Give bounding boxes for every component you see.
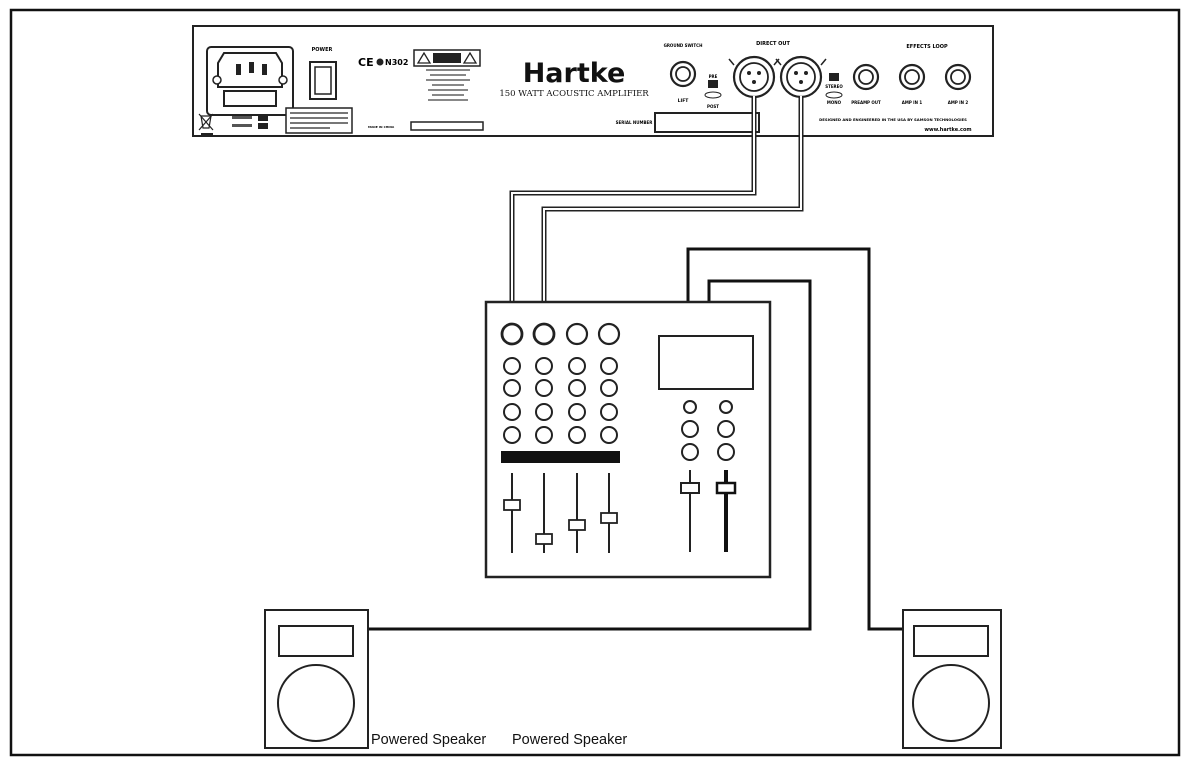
mixer-display xyxy=(658,335,754,390)
mixer-master-faders xyxy=(680,470,737,552)
mixer-master-knobs xyxy=(681,400,735,461)
cables xyxy=(368,96,903,631)
left-speaker-panel xyxy=(278,625,354,657)
warning-triangles xyxy=(410,49,484,131)
mixer-input-jacks xyxy=(500,322,621,346)
serial-number-box xyxy=(654,112,760,133)
cable-mixer-to-left-speaker xyxy=(368,279,812,631)
stereo-mono-switch: STEREO MONO xyxy=(825,73,843,105)
mixer xyxy=(484,300,772,579)
power-inlet-icon xyxy=(206,46,294,116)
preamp-out-jack xyxy=(852,63,880,91)
warning-text-block xyxy=(285,107,353,134)
amplifier-rear-panel: POWER CE N302 MADE IN CHINA Hartke 150 W… xyxy=(192,25,994,137)
direct-out-label: DIRECT OUT xyxy=(756,41,790,47)
amp-in-1-jack xyxy=(898,63,926,91)
amp-in-1-label: AMP IN 1 xyxy=(902,100,923,105)
mixer-channel-knobs xyxy=(503,357,618,444)
lift-label: LIFT xyxy=(678,98,690,104)
cert-code: N302 xyxy=(385,58,408,67)
pre-post-switch: PRE POST xyxy=(704,74,722,109)
amp-in-2-label: AMP IN 2 xyxy=(948,100,969,105)
ctick-icon xyxy=(376,58,384,66)
svg-text:MONO: MONO xyxy=(827,100,842,105)
right-speaker-panel xyxy=(913,625,989,657)
ce-mark: CE xyxy=(358,56,374,69)
mixer-channel-faders xyxy=(503,473,618,553)
right-speaker-cone xyxy=(912,664,990,742)
amp-brand: Hartke xyxy=(523,58,626,89)
ground-switch-label: GROUND SWITCH xyxy=(664,43,703,48)
cable-mixer-to-right-speaker xyxy=(686,247,903,631)
right-speaker-label: Powered Speaker xyxy=(512,732,627,748)
left-powered-speaker xyxy=(264,609,369,749)
website-url: www.hartke.com xyxy=(924,127,971,133)
voltage-labels xyxy=(232,115,268,129)
svg-text:POST: POST xyxy=(707,104,719,109)
made-in-label: MADE IN CHINA xyxy=(368,125,395,129)
power-label: POWER xyxy=(312,47,333,53)
svg-text:STEREO: STEREO xyxy=(825,84,843,89)
effects-loop-label: EFFECTS LOOP xyxy=(906,44,948,50)
mixer-channel-strip-bar xyxy=(501,451,620,463)
left-speaker-cone xyxy=(277,664,355,742)
serial-label: SERIAL NUMBER xyxy=(616,120,653,125)
preamp-out-label: PREAMP OUT xyxy=(851,100,881,105)
svg-text:PRE: PRE xyxy=(709,74,718,79)
amp-in-2-jack xyxy=(944,63,972,91)
right-powered-speaker xyxy=(902,609,1002,749)
xlr-output-1 xyxy=(728,55,780,99)
designed-text: DESIGNED AND ENGINEERED IN THE USA BY SA… xyxy=(819,117,967,122)
xlr-output-2 xyxy=(775,55,827,99)
amp-subtitle: 150 WATT ACOUSTIC AMPLIFIER xyxy=(499,89,649,99)
weee-bin-icon xyxy=(198,113,214,136)
left-speaker-label: Powered Speaker xyxy=(371,732,486,748)
